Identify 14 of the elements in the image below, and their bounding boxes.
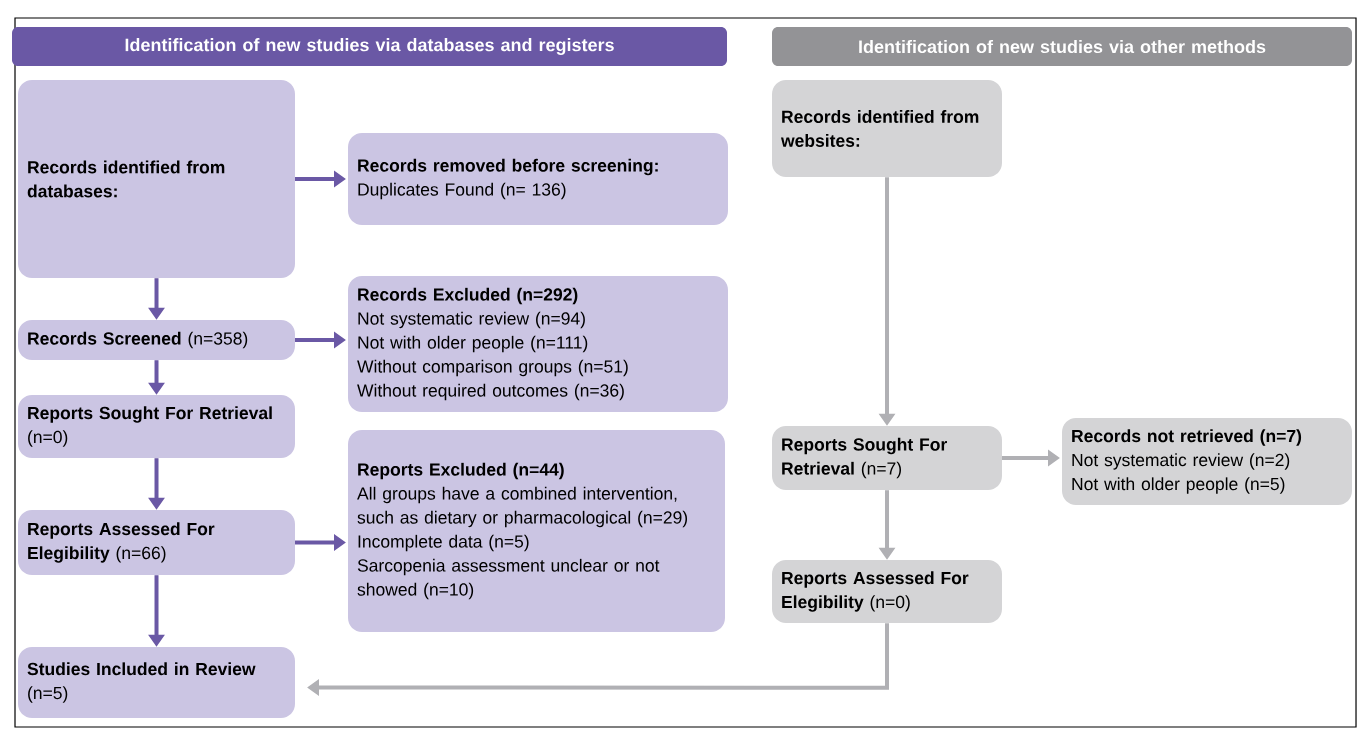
process-box: Reports Assessed For Elegibility (n=0): [772, 560, 1002, 623]
process-box: Reports Sought For Retrieval (n=0): [18, 395, 295, 458]
process-box: Records removed before screening: Duplicates Found (n= 136): [348, 133, 728, 225]
section-header-band: Identification of new studies via other methods: [772, 27, 1352, 66]
process-box: Records identified from websites:: [772, 80, 1002, 177]
process-box: Records Excluded (n=292) Not systematic review (n=94) Not with older people (n=111) Without comparison groups (n=51) Without required outcomes (n=36): [348, 276, 728, 412]
process-box: Records Screened (n=358): [18, 320, 295, 360]
process-box: Reports Excluded (n=44) All groups have a combined intervention, such as dietary or pharmacological (n=29) Incomplete data (n=5) Sarcopenia assessment unclear or not showed (n=10): [348, 430, 725, 632]
process-box: Records not retrieved (n=7) Not systematic review (n=2) Not with older people (n=5): [1062, 418, 1352, 505]
process-box: Studies Included in Review (n=5): [18, 647, 295, 718]
process-box: Reports Sought For Retrieval (n=7): [772, 426, 1002, 490]
process-box: Records identified from databases:: [18, 80, 295, 278]
section-header-band: Identification of new studies via databases and registers: [12, 27, 727, 66]
process-box: Reports Assessed For Elegibility (n=66): [18, 510, 295, 575]
